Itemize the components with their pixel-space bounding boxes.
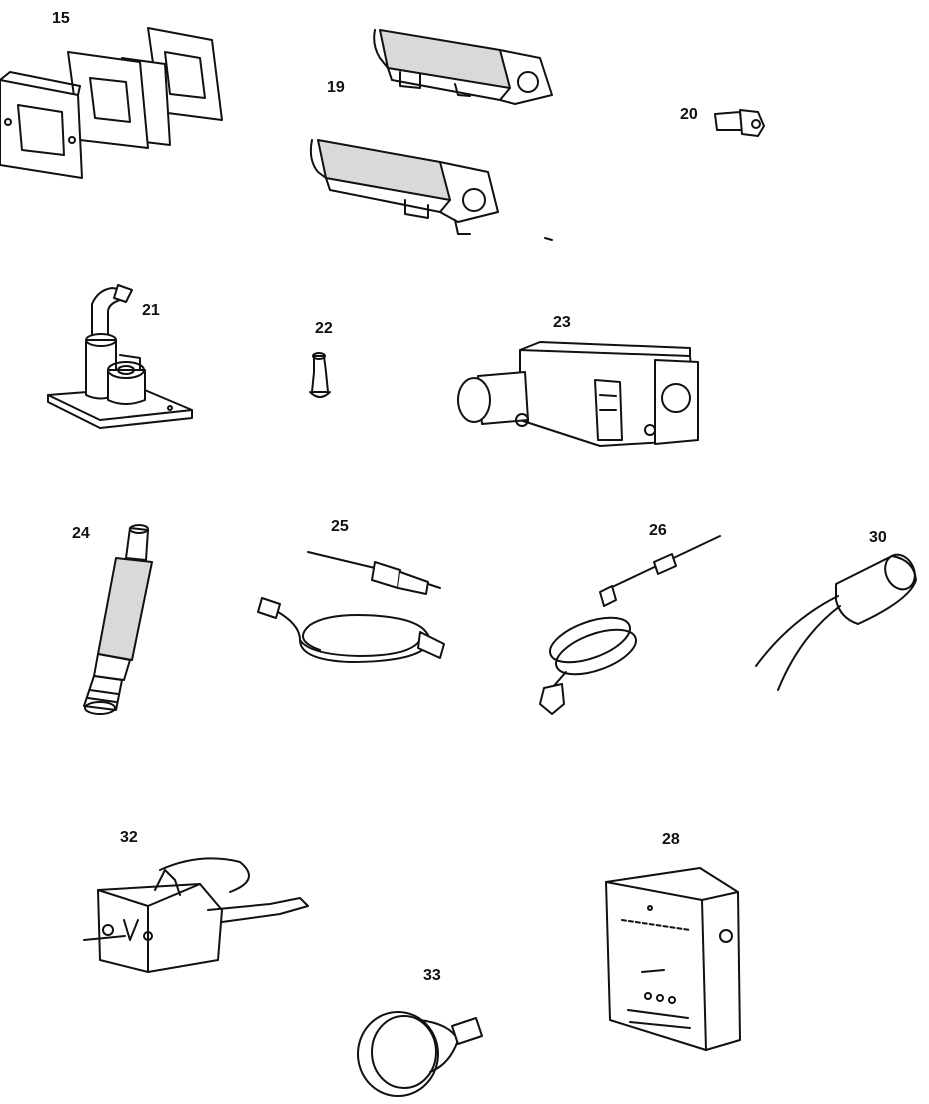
- gas-valve-drawing: [458, 342, 698, 446]
- label-part-24: 24: [72, 525, 90, 542]
- thermocouple-drawing: [540, 536, 720, 714]
- pilot-injector-drawing: [310, 353, 330, 397]
- burner-pair-drawing: [311, 30, 552, 240]
- label-part-20: 20: [680, 106, 698, 123]
- injector-drawing: [715, 110, 764, 136]
- ignition-lead-drawing: [258, 552, 444, 662]
- gasket-set-drawing: [0, 28, 222, 178]
- capacitor-drawing: [756, 550, 920, 690]
- label-part-19: 19: [327, 79, 345, 96]
- control-knob-drawing: [358, 1012, 482, 1096]
- label-part-33: 33: [423, 967, 441, 984]
- label-part-32: 32: [120, 829, 138, 846]
- control-box-drawing: [606, 868, 740, 1050]
- label-part-25: 25: [331, 518, 349, 535]
- label-part-30: 30: [869, 529, 887, 546]
- thermostat-drawing: [84, 858, 308, 972]
- label-part-21: 21: [142, 302, 160, 319]
- label-part-26: 26: [649, 522, 667, 539]
- label-part-15: 15: [52, 10, 70, 27]
- label-part-28: 28: [662, 831, 680, 848]
- label-part-22: 22: [315, 320, 333, 337]
- spark-electrode-drawing: [84, 525, 152, 714]
- pilot-assembly-drawing: [48, 285, 192, 428]
- label-part-23: 23: [553, 314, 571, 331]
